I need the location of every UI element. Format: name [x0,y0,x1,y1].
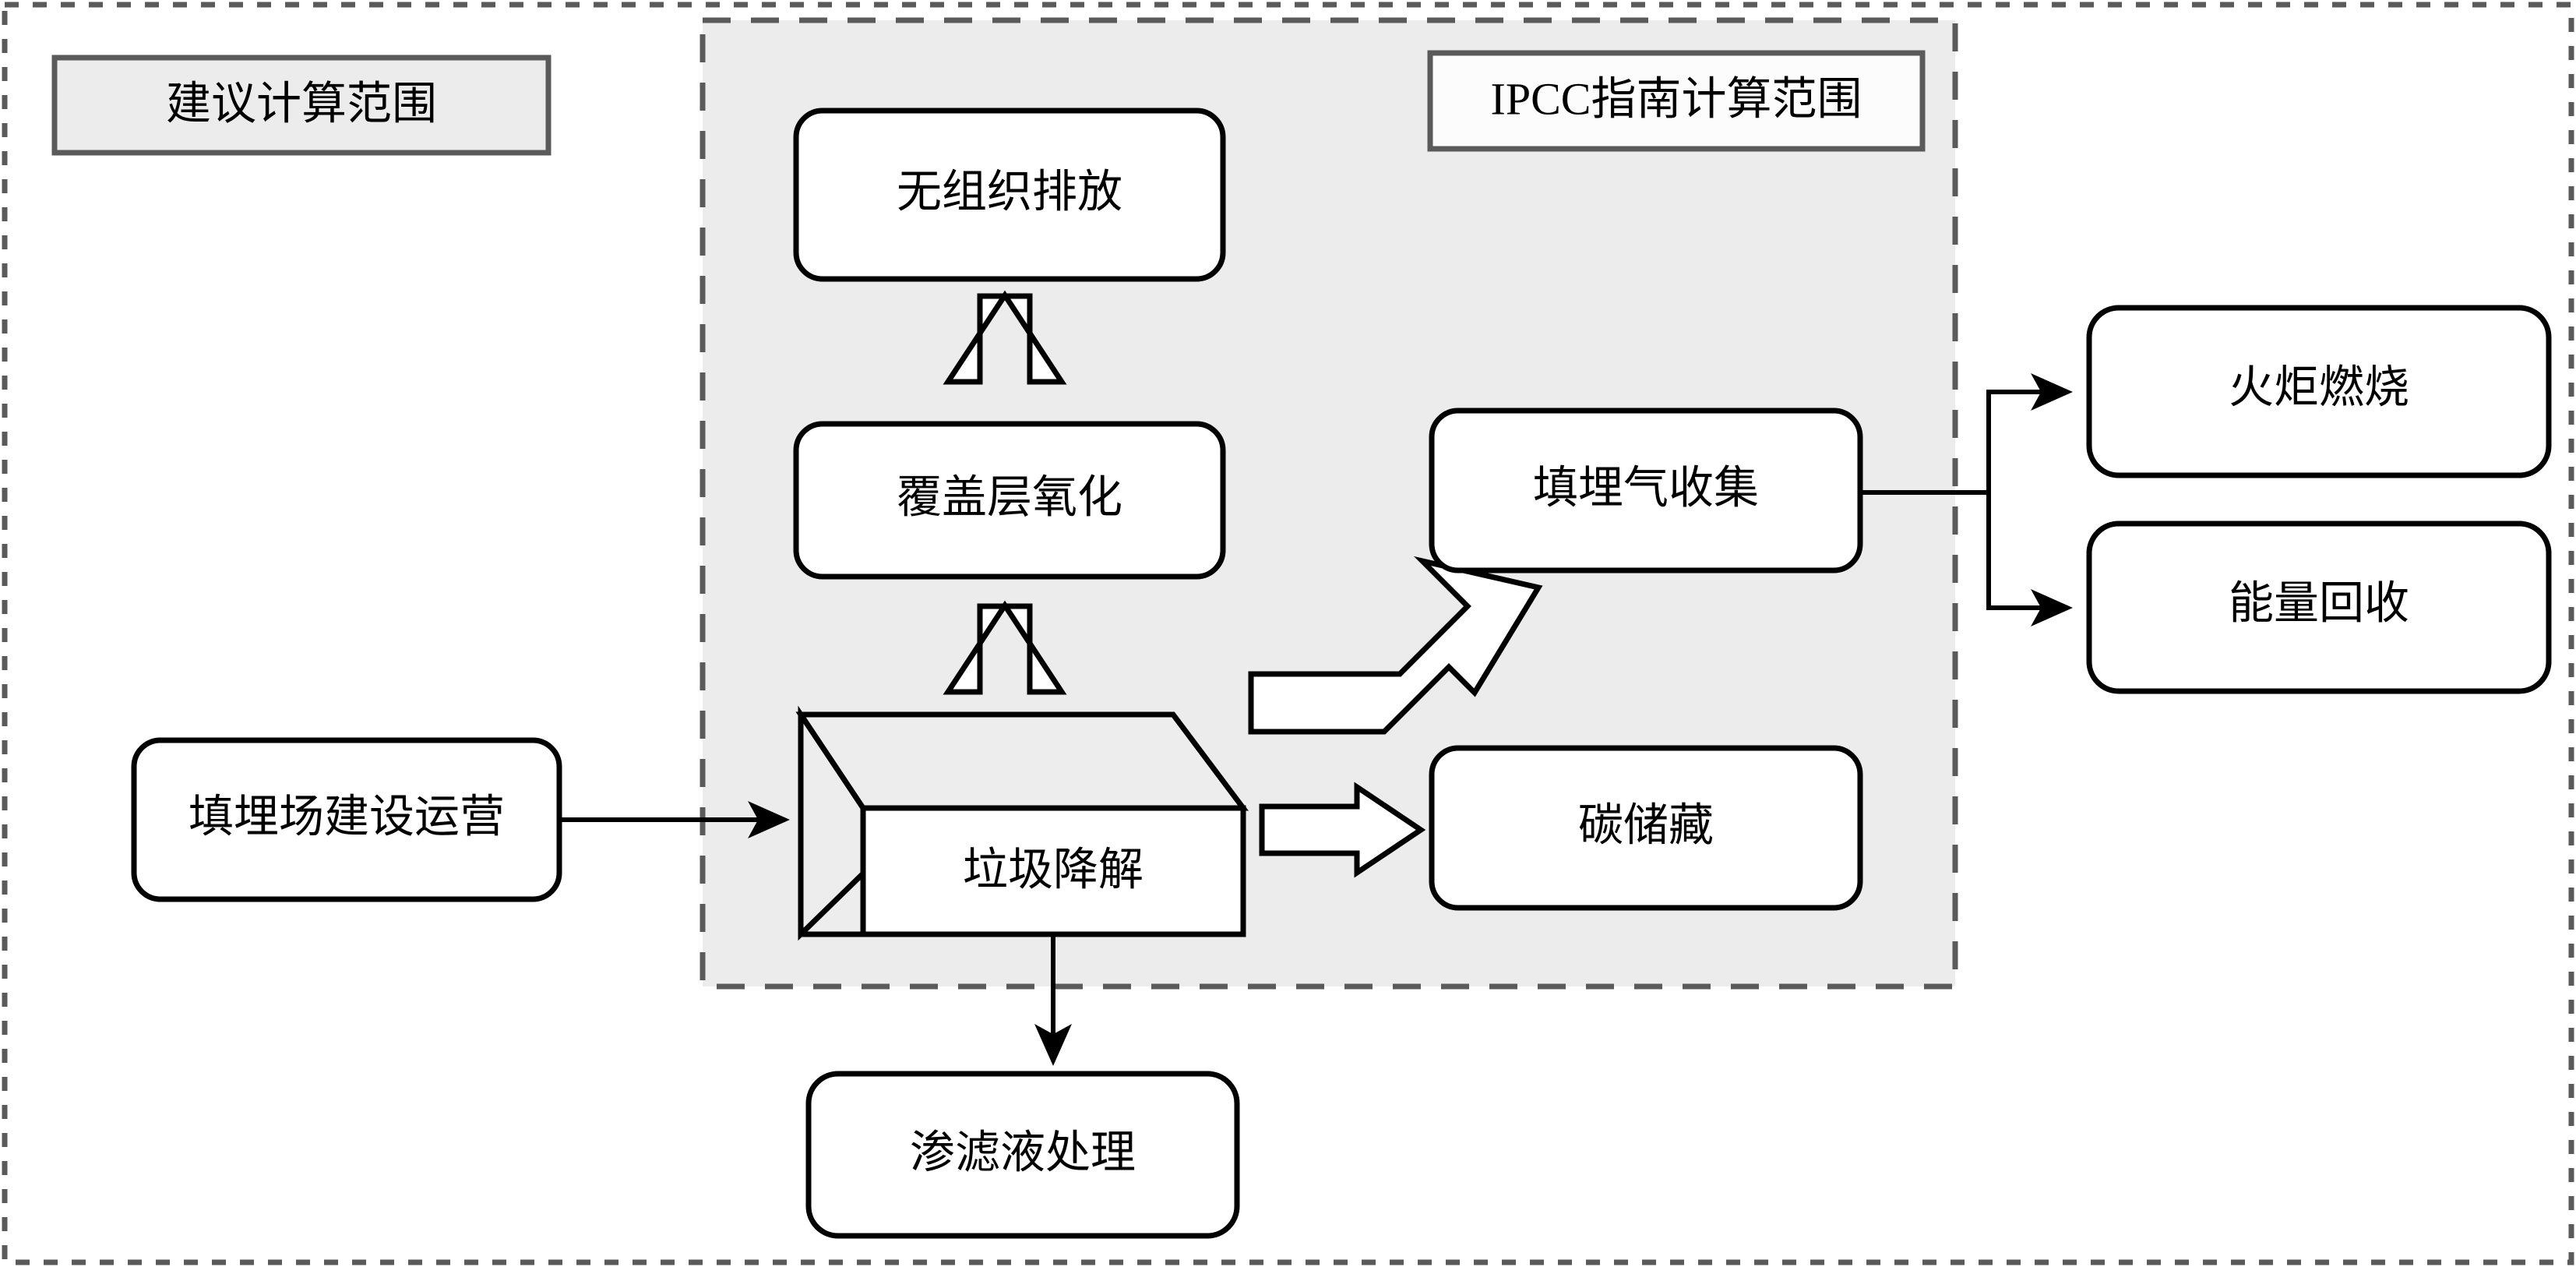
suggested-scope-legend-label: 建议计算范围 [166,78,437,129]
node-waste-degradation[interactable]: 垃圾降解 [795,705,1249,941]
node-waste-degradation-top-face [795,711,1249,811]
edge-gas-collection-to-energy-recovery [1986,492,2073,626]
node-cover-oxidation[interactable]: 覆盖层氧化 [793,421,1226,580]
ipcc-scope-legend: IPCC指南计算范围 [1427,50,1926,152]
node-waste-degradation-label: 垃圾降解 [963,844,1144,895]
node-leachate-treatment-label: 渗滤液处理 [910,1127,1136,1177]
block-arrow-degradation-to-oxidation [943,600,1067,695]
node-landfill-construction-operation-label: 填埋场建设运营 [189,791,505,842]
node-fugitive-emission[interactable]: 无组织排放 [793,108,1226,282]
block-arrow-degradation-to-carbon-storage [1259,782,1426,878]
node-landfill-gas-collection[interactable]: 填埋气收集 [1429,408,1863,574]
node-landfill-construction-operation[interactable]: 填埋场建设运营 [131,737,562,902]
suggested-scope-legend: 建议计算范围 [51,55,551,156]
node-flare-combustion[interactable]: 火炬燃烧 [2086,305,2552,478]
edge-gas-collection-branch [1860,373,2073,626]
node-cover-oxidation-shape[interactable] [793,421,1226,580]
node-flare-combustion-shape[interactable] [2086,305,2552,478]
suggested-scope-legend-box [51,55,551,156]
node-cover-oxidation-label: 覆盖层氧化 [897,471,1122,522]
node-carbon-storage-shape[interactable] [1429,745,1863,911]
block-arrow-oxidation-to-fugitive [943,290,1067,385]
node-flare-combustion-label: 火炬燃烧 [2229,362,2409,412]
node-fugitive-emission-label: 无组织排放 [897,166,1122,217]
node-landfill-gas-collection-label: 填埋气收集 [1533,462,1759,513]
node-leachate-treatment-shape[interactable] [805,1071,1240,1239]
node-leachate-treatment[interactable]: 渗滤液处理 [805,1071,1240,1239]
ipcc-scope-legend-box [1427,50,1926,152]
node-energy-recovery-label: 能量回收 [2229,577,2409,628]
node-energy-recovery-shape[interactable] [2086,521,2552,694]
edge-gas-collection-to-flare [1986,373,2073,492]
block-arrow-degradation-to-gas-collection [1248,556,1543,735]
node-waste-degradation-front-face[interactable] [860,805,1246,937]
node-carbon-storage-label: 碳储藏 [1578,799,1714,850]
node-carbon-storage[interactable]: 碳储藏 [1429,745,1863,911]
node-energy-recovery[interactable]: 能量回收 [2086,521,2552,694]
node-fugitive-emission-shape[interactable] [793,108,1226,282]
ipcc-scope-legend-label: IPCC指南计算范围 [1491,73,1862,124]
